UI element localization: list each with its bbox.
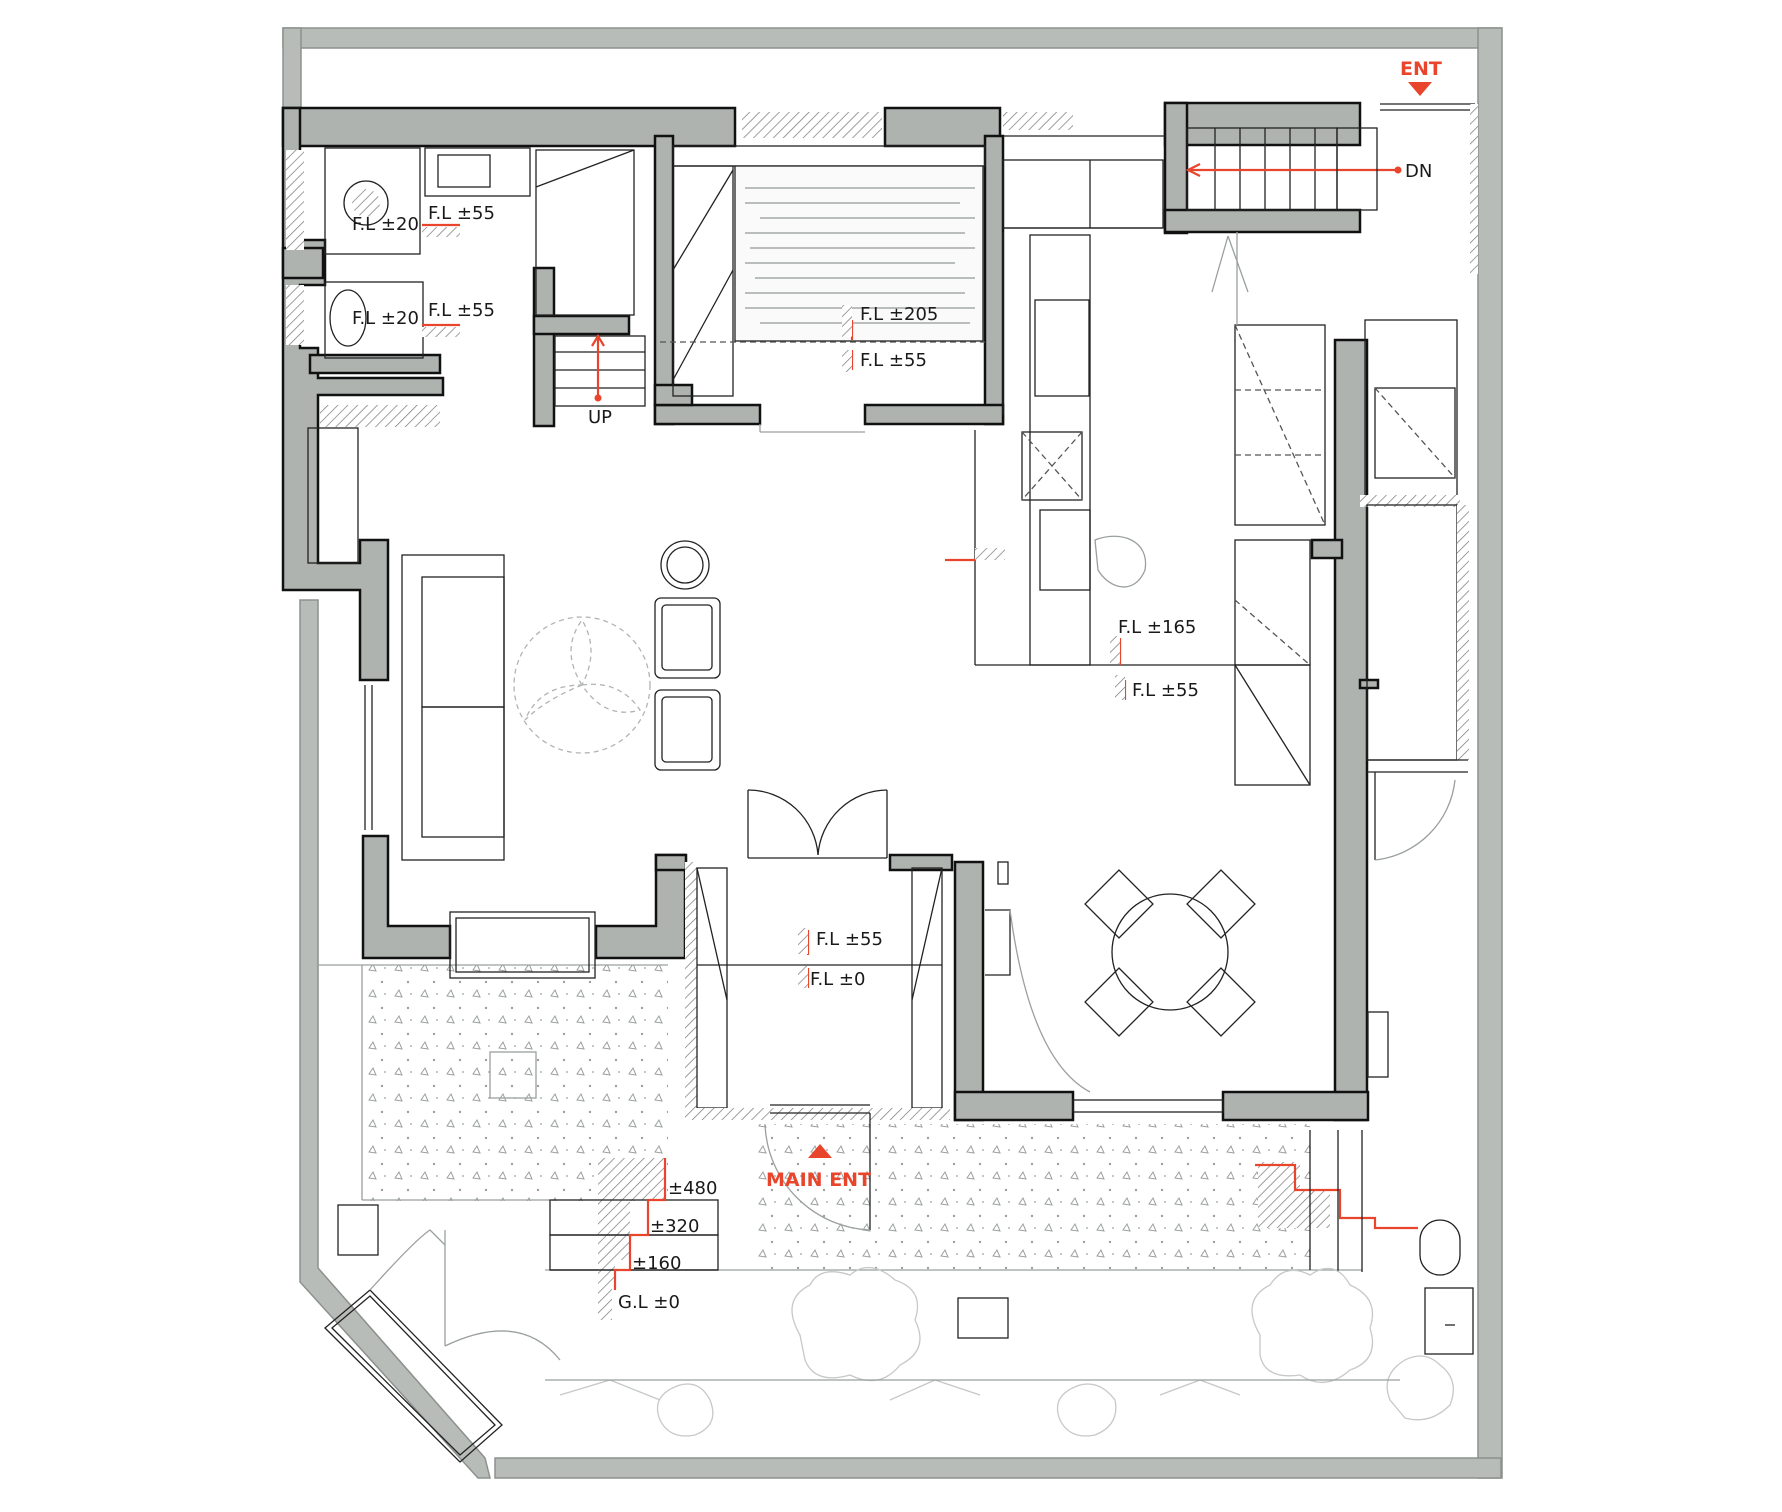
ent-arrow-icon xyxy=(1408,82,1432,96)
level-foyer-outer: F.L ±0 xyxy=(810,969,865,990)
kitchen xyxy=(974,232,1326,786)
main-ent-arrow-icon xyxy=(808,1144,832,1158)
level-step-160: ±160 xyxy=(632,1253,681,1274)
exterior-steps xyxy=(337,1130,1474,1355)
level-bath-shower: F.L ±20 xyxy=(352,214,419,235)
planter-box xyxy=(489,1051,537,1099)
level-kitchen-floor: F.L ±55 xyxy=(1132,680,1199,701)
level-toilet: F.L ±20 xyxy=(352,308,419,329)
foyer xyxy=(685,789,1091,1231)
level-kitchen-raised: F.L ±165 xyxy=(1118,617,1196,638)
main-ent-label: MAIN ENT xyxy=(766,1169,871,1191)
level-toilet-outer: F.L ±55 xyxy=(428,300,495,321)
dining-set xyxy=(1072,869,1256,1113)
front-paving xyxy=(750,1124,1310,1270)
site-boundary xyxy=(282,27,1503,1479)
stair-up-label: UP xyxy=(588,407,612,428)
labels: ENT MAIN ENT DN UP F.L ±20 F.L ±55 F.L ±… xyxy=(352,58,1442,1313)
down-stair xyxy=(1002,103,1478,293)
up-stair xyxy=(554,333,646,407)
ent-label: ENT xyxy=(1400,58,1442,80)
living-room xyxy=(364,540,721,979)
planting xyxy=(559,1267,1454,1437)
level-step-480: ±480 xyxy=(668,1178,717,1199)
level-step-320: ±320 xyxy=(650,1216,699,1237)
level-bed-raised: F.L ±205 xyxy=(860,304,938,325)
level-foyer-inner: F.L ±55 xyxy=(816,929,883,950)
level-ground: G.L ±0 xyxy=(618,1292,680,1313)
utility-strip xyxy=(1360,319,1469,1078)
level-marks xyxy=(422,223,1127,988)
level-bed-floor: F.L ±55 xyxy=(860,350,927,371)
bathroom xyxy=(286,147,635,564)
stair-down-label: DN xyxy=(1405,161,1432,182)
garden-gate xyxy=(324,1229,561,1463)
level-bath-outer: F.L ±55 xyxy=(428,203,495,224)
bed-platform xyxy=(660,112,1073,433)
